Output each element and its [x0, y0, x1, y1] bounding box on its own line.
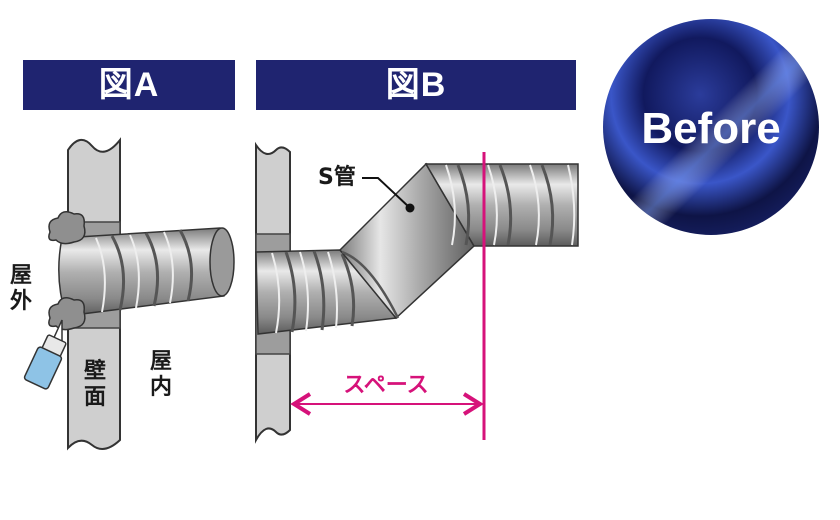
s-pipe-leader-line — [362, 177, 411, 209]
panel-b-drawing: S管 スペース — [255, 141, 579, 444]
badge-label: Before — [641, 104, 780, 153]
inside-label-char2: 内 — [150, 375, 172, 400]
panel-b-title: 図B — [256, 60, 576, 110]
sealant-blob-icon — [48, 211, 86, 331]
duct-pipe-a — [58, 227, 235, 317]
wall-label-char2: 面 — [84, 385, 106, 410]
s-pipe-label: S管 — [318, 164, 356, 190]
duct-pipe-b-lower — [255, 249, 398, 335]
panel-a-title: 図A — [23, 60, 235, 110]
before-badge: Before — [597, 13, 825, 241]
outside-label-char2: 外 — [10, 288, 32, 314]
outside-label-char1: 屋 — [10, 263, 32, 288]
space-label: スペース — [343, 373, 428, 398]
caulking-gun-icon — [23, 319, 67, 390]
wall-label-char1: 壁 — [84, 358, 106, 384]
panel-a-drawing: 屋 外 壁 面 屋 内 — [10, 137, 235, 451]
inside-label-char1: 屋 — [150, 349, 172, 374]
duct-pipe-b-upper — [424, 163, 579, 247]
